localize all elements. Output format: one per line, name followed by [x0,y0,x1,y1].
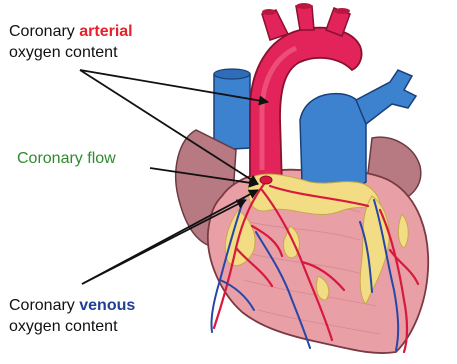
coronary-flow-label: Coronary flow [17,148,116,169]
coronary-venous-label: Coronary venous oxygen content [9,295,135,337]
coronary-arterial-label: Coronary arterial oxygen content [9,21,133,63]
venous-prefix: Coronary [9,297,79,314]
arterial-prefix: Coronary [9,23,79,40]
arterial-keyword: arterial [79,23,132,40]
superior-vena-cava [214,71,250,150]
venous-keyword: venous [79,297,135,314]
pulmonary-artery-right-branch [356,70,416,124]
arterial-line2: oxygen content [9,44,118,61]
pulmonary-trunk [300,94,366,190]
venous-line2: oxygen content [9,318,118,335]
flow-text: Coronary flow [17,150,116,167]
carotid-artery [296,6,314,30]
